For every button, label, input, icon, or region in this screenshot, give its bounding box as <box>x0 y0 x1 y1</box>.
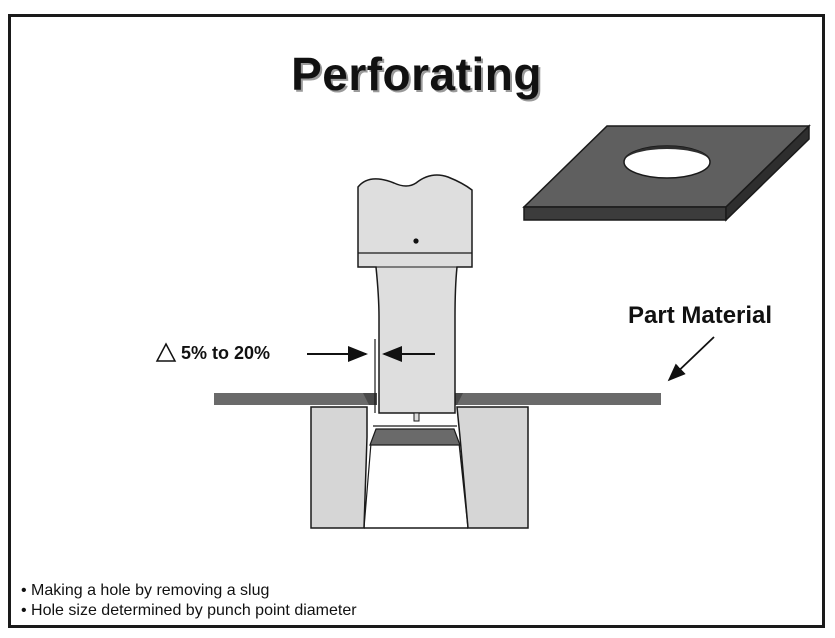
die <box>310 406 529 529</box>
sheet-front-face <box>523 206 727 221</box>
bullet-item: Making a hole by removing a slug <box>21 581 357 601</box>
slide-title: Perforating <box>291 48 542 100</box>
punch-pin-hole <box>413 238 419 244</box>
slug <box>369 428 461 446</box>
clearance-label: 5% to 20% <box>181 343 271 363</box>
die-right-block <box>456 406 529 529</box>
die-right-taper <box>458 442 469 529</box>
perforating-diagram <box>155 124 811 529</box>
part-material-arrow <box>667 336 715 382</box>
slide-frame: Perforating <box>8 14 825 628</box>
sheet-side-face <box>725 124 810 222</box>
perforated-sheet <box>522 124 811 222</box>
sheet-hole-wall <box>624 146 710 162</box>
strip-right <box>457 393 661 405</box>
die-left-taper <box>363 442 372 529</box>
part-material-strip <box>214 393 661 405</box>
part-material-label: Part Material <box>628 302 773 329</box>
strip-left <box>214 393 371 405</box>
delta-triangle-icon <box>155 342 177 362</box>
bullet-list: Making a hole by removing a slug Hole si… <box>21 581 357 621</box>
bullet-item: Hole size determined by punch point diam… <box>21 601 357 621</box>
die-left-block <box>310 406 368 529</box>
punch-pilot-tip <box>413 412 420 422</box>
strip-shear-left <box>363 393 377 405</box>
